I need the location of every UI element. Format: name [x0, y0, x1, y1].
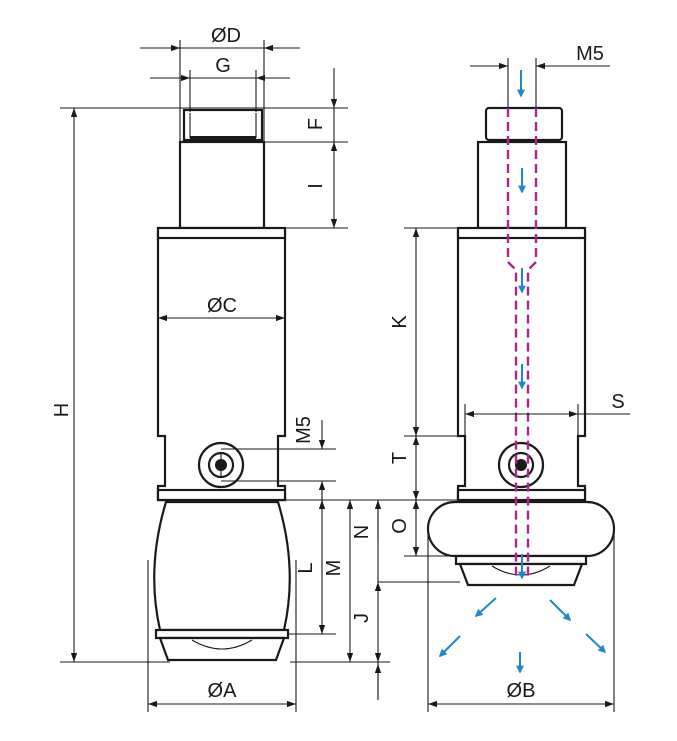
dim-label-phi-c: ØC: [207, 295, 237, 317]
right-body-collar: [456, 226, 587, 240]
dim-label-s: S: [611, 391, 624, 413]
flow-arrow-icon: [438, 635, 461, 658]
dim-label-t: T: [389, 452, 411, 464]
left-nozzle-ring: [154, 628, 290, 640]
dim-label-phi-d: ØD: [211, 25, 241, 47]
dim-label-m: M: [323, 560, 345, 577]
dim-label-f: F: [305, 118, 327, 130]
flow-arrow-icon: [549, 599, 572, 622]
dim-label-phi-b: ØB: [507, 680, 536, 702]
dim-label-o: O: [389, 518, 411, 534]
right-side-port-hex: [515, 459, 527, 471]
flow-path-right: [526, 108, 538, 580]
left-neck: [178, 140, 266, 230]
left-body-bottom-ring: [156, 488, 287, 502]
left-bellows: [153, 500, 291, 632]
dim-label-h: H: [51, 403, 73, 417]
dim-label-m5-top: M5: [576, 43, 604, 65]
right-dimensions: M5 K T S O ØB: [389, 43, 630, 712]
dim-label-j: J: [351, 613, 373, 623]
flow-arrow-icon: [585, 633, 607, 654]
left-view: [153, 108, 291, 662]
right-body-bottom-ring: [456, 488, 587, 502]
dim-label-g: G: [215, 55, 231, 77]
dim-label-m5-side: M5: [293, 416, 315, 444]
left-dimensions: ØD G H F I ØC M5: [51, 25, 470, 712]
left-nozzle-curve: [191, 639, 253, 650]
flow-path-left: [506, 108, 518, 580]
flow-arrow-icon: [474, 597, 497, 618]
dim-label-l: L: [295, 562, 317, 573]
dim-label-phi-a: ØA: [208, 680, 238, 702]
dim-label-i: I: [305, 183, 327, 189]
dim-label-n: N: [351, 525, 373, 539]
left-nut-groove: [190, 136, 256, 142]
right-view: [426, 70, 616, 674]
left-top-nut: [182, 108, 264, 142]
right-top-nut: [484, 106, 564, 142]
dim-label-k: K: [389, 315, 411, 329]
right-suction-torus: [426, 500, 616, 558]
left-body-collar: [156, 226, 287, 240]
